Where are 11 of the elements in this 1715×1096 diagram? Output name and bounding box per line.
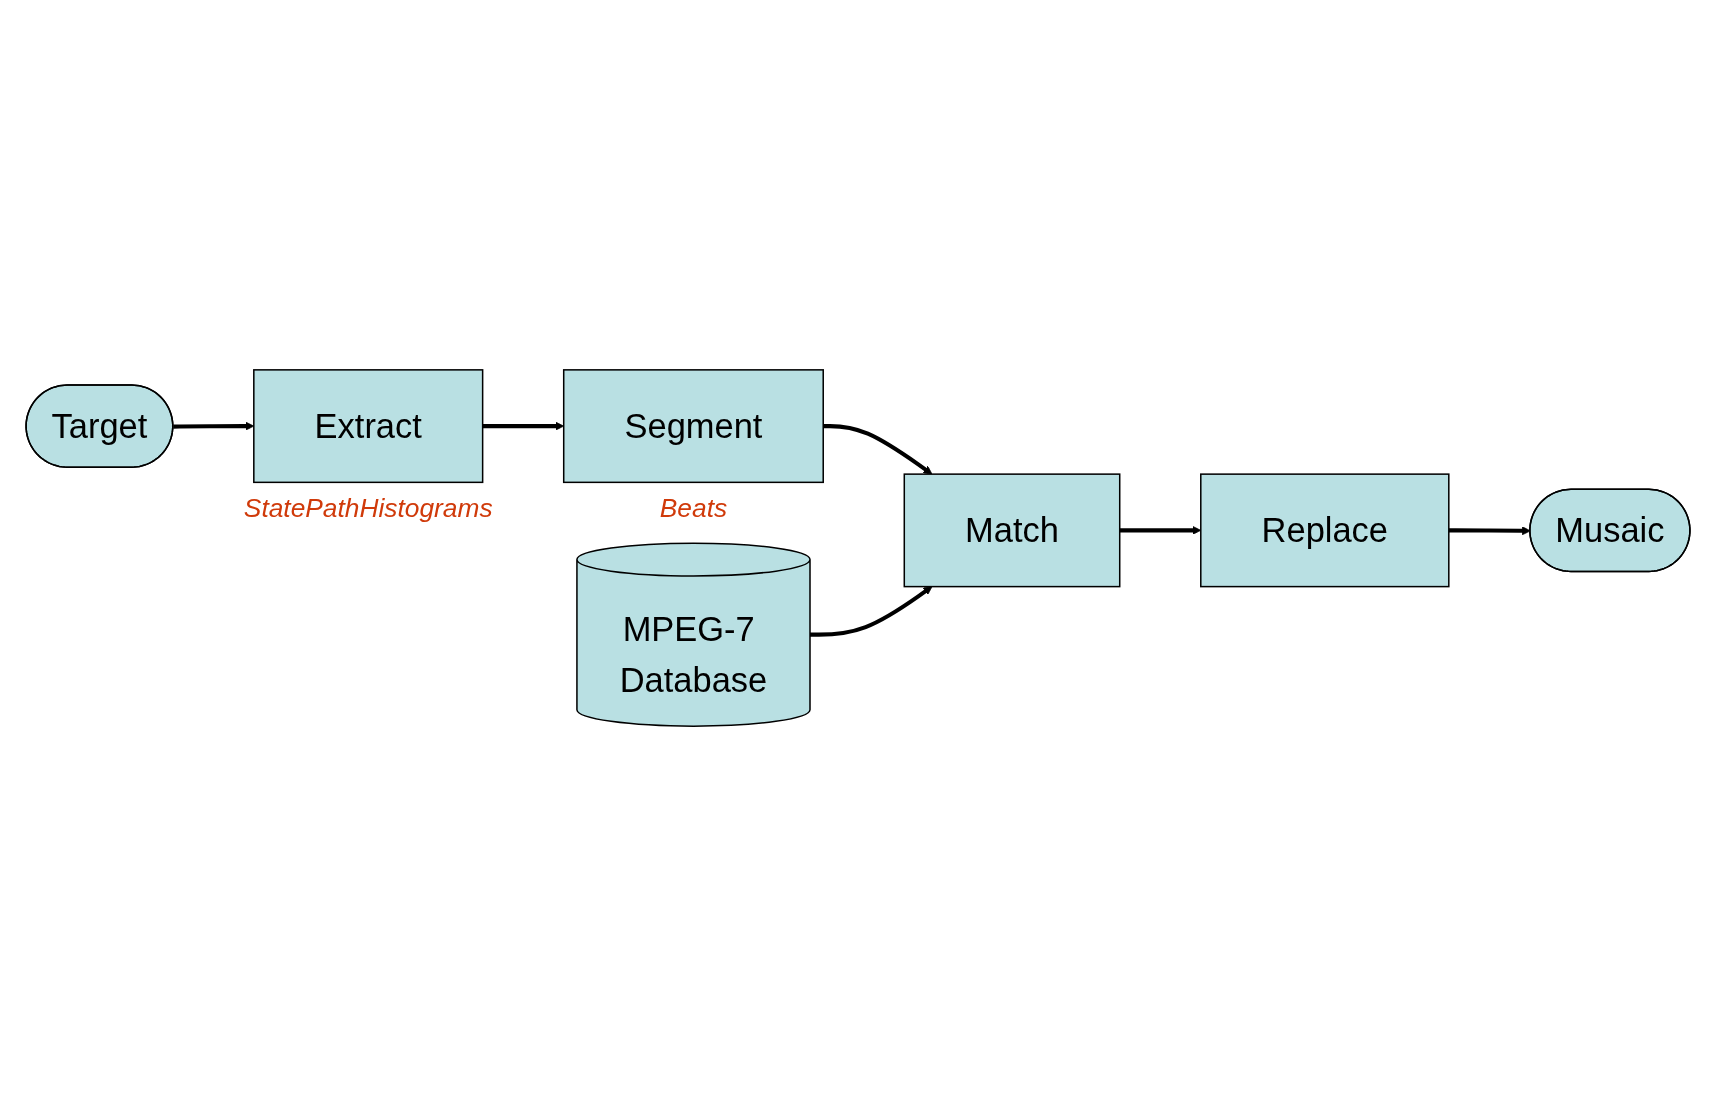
node-box: Replace	[1199, 473, 1450, 588]
node-box: Match	[903, 473, 1120, 588]
arrow	[822, 424, 932, 475]
node-caption: Beats	[659, 492, 727, 523]
node-caption: StatePathHistograms	[243, 492, 493, 523]
arrow	[809, 586, 932, 637]
node-box: Segment	[562, 369, 824, 484]
arrow	[172, 421, 254, 431]
arrow	[1119, 525, 1201, 535]
node-box: Extract	[252, 369, 483, 484]
arrow	[482, 421, 564, 431]
